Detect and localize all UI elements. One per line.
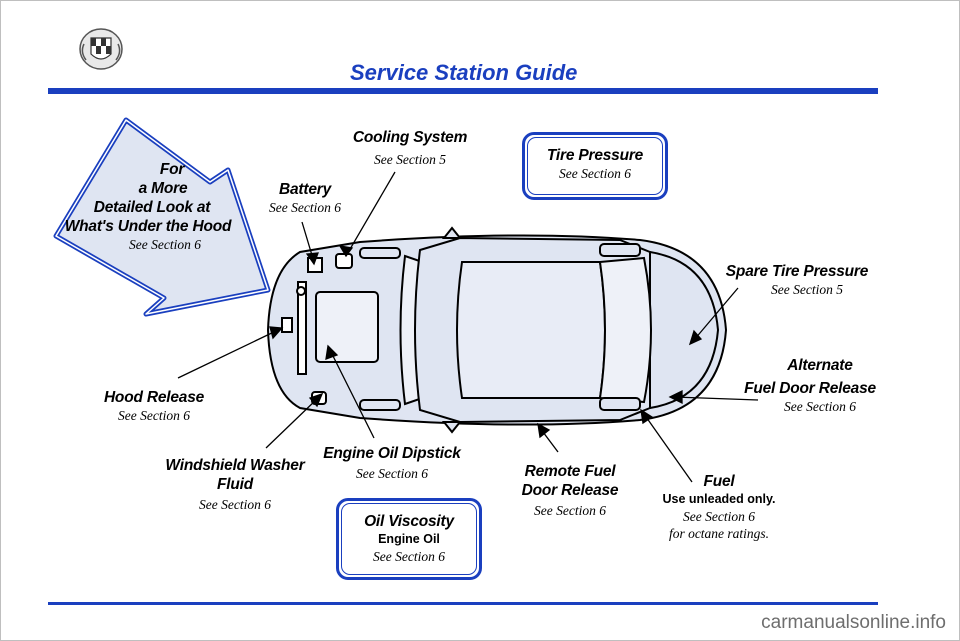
- battery-title: Battery: [278, 181, 331, 198]
- cadillac-crest-logo: [79, 28, 123, 70]
- alternate-fuel-line2: Fuel Door Release: [744, 380, 876, 397]
- car-top-view: [266, 226, 728, 434]
- footer-rule: [48, 602, 878, 605]
- under-hood-section: See Section 6: [129, 237, 201, 252]
- spare-tire-callout: Spare Tire Pressure See Section 5: [712, 262, 882, 298]
- washer-fluid-line2: Fluid: [216, 476, 254, 493]
- header-rule: [48, 88, 878, 94]
- cooling-system-callout: Cooling System See Section 5: [340, 128, 480, 168]
- oil-viscosity-title: Oil Viscosity: [364, 513, 454, 530]
- oil-viscosity-section: See Section 6: [373, 549, 445, 564]
- alternate-fuel-line1: Alternate: [787, 357, 853, 374]
- fuel-note: Use unleaded only.: [662, 492, 776, 506]
- spare-tire-title: Spare Tire Pressure: [725, 263, 869, 280]
- remote-fuel-section: See Section 6: [534, 503, 606, 518]
- tire-pressure-section: See Section 6: [559, 166, 631, 181]
- tire-pressure-title: Tire Pressure: [546, 147, 644, 164]
- under-hood-line3: Detailed Look at: [93, 199, 211, 216]
- hood-release-section: See Section 6: [118, 408, 190, 423]
- under-hood-callout: For a More Detailed Look at What's Under…: [62, 160, 242, 253]
- hood-release-callout: Hood Release See Section 6: [96, 388, 212, 424]
- cooling-system-title: Cooling System: [352, 129, 468, 146]
- spare-tire-section: See Section 5: [771, 282, 843, 297]
- washer-fluid-section: See Section 6: [199, 497, 271, 512]
- fuel-title: Fuel: [703, 473, 735, 490]
- hood-release-title: Hood Release: [103, 389, 205, 406]
- washer-fluid-line1: Windshield Washer: [165, 457, 305, 474]
- remote-fuel-door-callout: Remote Fuel Door Release See Section 6: [508, 462, 632, 519]
- remote-fuel-line1: Remote Fuel: [524, 463, 616, 480]
- remote-fuel-line2: Door Release: [521, 482, 619, 499]
- under-hood-line2: a More: [138, 180, 188, 197]
- page-title: Service Station Guide: [350, 60, 578, 85]
- battery-section: See Section 6: [269, 200, 341, 215]
- alternate-fuel-door-callout: Alternate Fuel Door Release See Section …: [742, 356, 878, 415]
- alternate-fuel-section: See Section 6: [784, 399, 856, 414]
- oil-dipstick-section: See Section 6: [356, 466, 428, 481]
- oil-dipstick-title: Engine Oil Dipstick: [323, 445, 461, 462]
- washer-fluid-callout: Windshield Washer Fluid See Section 6: [160, 456, 310, 513]
- tire-pressure-box: Tire Pressure See Section 6: [522, 132, 668, 200]
- leader-lines: [177, 171, 759, 483]
- oil-viscosity-box: Oil Viscosity Engine Oil See Section 6: [336, 498, 482, 580]
- fuel-extra: for octane ratings.: [668, 526, 770, 541]
- fuel-callout: Fuel Use unleaded only. See Section 6 fo…: [644, 472, 794, 542]
- fuel-section: See Section 6: [683, 509, 755, 524]
- under-hood-line1: For: [159, 161, 185, 178]
- watermark: carmanualsonline.info: [761, 612, 946, 633]
- battery-callout: Battery See Section 6: [250, 180, 360, 216]
- cooling-system-section: See Section 5: [374, 152, 446, 167]
- under-hood-line4: What's Under the Hood: [64, 218, 232, 235]
- oil-viscosity-note: Engine Oil: [378, 532, 440, 546]
- oil-dipstick-callout: Engine Oil Dipstick See Section 6: [318, 444, 466, 482]
